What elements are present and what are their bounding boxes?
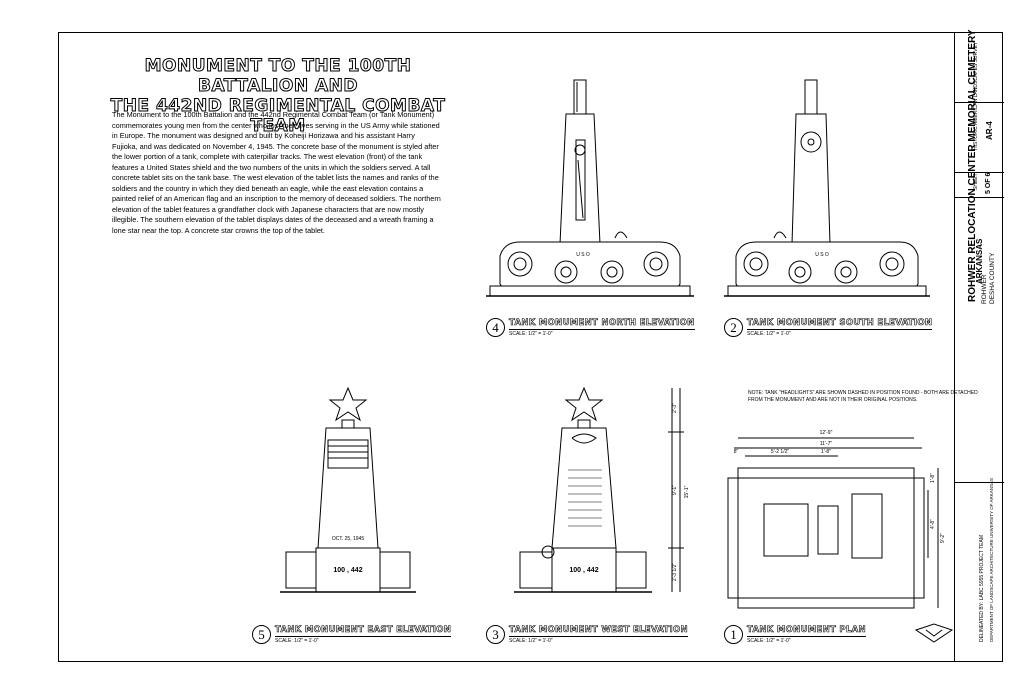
drawing-number: 3 [486, 625, 505, 644]
drawing-scale: SCALE: 1/2" = 1'-0" [509, 331, 553, 337]
location-state: ARKANSAS [975, 238, 984, 284]
sheet-number: 5 OF 6 [985, 172, 992, 194]
delineator: DELINEATED BY: LABC 5955 PROJECT TEAM [979, 535, 985, 642]
drawing-scale: SCALE: 1/2" = 1'-0" [747, 331, 791, 337]
drawing-scale: SCALE: 1/2" = 1'-0" [275, 638, 319, 644]
survey-name: HISTORIC AMERICAN LANDSCAPES SURVEY [973, 41, 979, 150]
drawing-name: Tank Monument North Elevation [509, 318, 695, 330]
university: DEPARTMENT OF LANDSCAPE ARCHITECTURE UNI… [989, 478, 994, 642]
drawing-number: 4 [486, 318, 505, 337]
monument-description: The Monument to the 100th Battalion and … [112, 110, 441, 235]
caption-east-elevation: 5 Tank Monument East Elevation SCALE: 1/… [252, 625, 452, 644]
drawing-scale: SCALE: 1/2" = 1'-0" [509, 638, 553, 644]
drawing-name: Tank Monument East Elevation [275, 625, 452, 637]
hals-logo [914, 623, 954, 643]
survey-number: AR-4 [985, 121, 994, 140]
title-block: ROHWER RELOCATION CENTER MEMORIAL CEMETE… [954, 29, 1004, 662]
sheet-title: Monument to the 100th Battalion and the … [108, 56, 448, 137]
caption-plan: 1 Tank Monument Plan SCALE: 1/2" = 1'-0" [724, 625, 866, 644]
drawing-sheet-border [58, 32, 1003, 662]
title-line-1: Monument to the 100th Battalion and [144, 56, 412, 97]
sheet-label: SHEET [973, 173, 979, 190]
title-line-2: the 442nd Regimental Combat Team [110, 96, 446, 137]
caption-south-elevation: 2 Tank Monument South Elevation SCALE: 1… [724, 318, 933, 337]
drawing-number: 2 [724, 318, 743, 337]
caption-north-elevation: 4 Tank Monument North Elevation SCALE: 1… [486, 318, 695, 337]
drawing-number: 1 [724, 625, 743, 644]
plan-note: NOTE: TANK "HEADLIGHTS" ARE SHOWN DASHED… [748, 390, 978, 403]
drawing-name: Tank Monument West Elevation [509, 625, 688, 637]
drawing-scale: SCALE: 1/2" = 1'-0" [747, 638, 791, 644]
drawing-number: 5 [252, 625, 271, 644]
drawing-name: Tank Monument South Elevation [747, 318, 933, 330]
caption-west-elevation: 3 Tank Monument West Elevation SCALE: 1/… [486, 625, 688, 644]
location-line-2: DESHA COUNTY [989, 252, 996, 304]
drawing-name: Tank Monument Plan [747, 625, 866, 637]
